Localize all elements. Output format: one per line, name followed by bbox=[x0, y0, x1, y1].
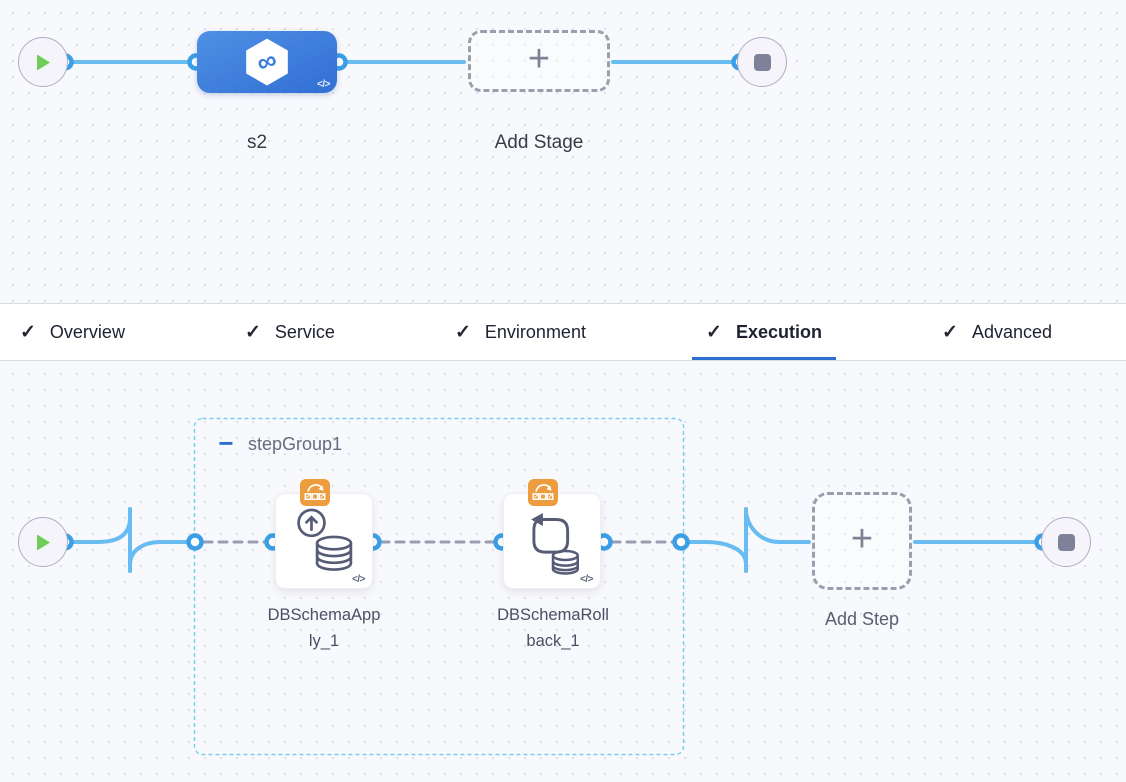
step-group-border bbox=[193, 417, 685, 756]
yaml-code-badge: </> bbox=[317, 79, 330, 90]
stage-name-label: s2 bbox=[246, 132, 268, 153]
rolling-strategy-icon bbox=[304, 484, 326, 501]
stage-node-s2[interactable]: ∞ </> bbox=[197, 31, 337, 93]
collapse-step-group-button[interactable]: − bbox=[218, 428, 234, 458]
step-node-dbschemarollback[interactable]: </> bbox=[503, 493, 601, 589]
tab-overview[interactable]: ✓ Overview bbox=[20, 321, 125, 343]
stage-config-tabs: ✓ Overview ✓ Service ✓ Environment ✓ Exe… bbox=[0, 303, 1126, 361]
check-icon: ✓ bbox=[454, 321, 471, 343]
rolling-strategy-badge bbox=[528, 479, 558, 506]
check-icon: ✓ bbox=[942, 321, 958, 343]
connector-port[interactable] bbox=[672, 533, 690, 551]
execution-end-node bbox=[1041, 517, 1091, 567]
add-step-button[interactable]: + bbox=[812, 492, 912, 590]
rolling-strategy-badge bbox=[300, 479, 330, 506]
yaml-code-badge: </> bbox=[352, 574, 365, 585]
add-stage-label: Add Stage bbox=[494, 132, 584, 153]
step-group-name[interactable]: stepGroup1 bbox=[248, 434, 343, 454]
stop-icon bbox=[1057, 533, 1075, 551]
stage-graph-canvas: ∞ </> s2 + Add Stage bbox=[0, 0, 1126, 303]
stop-icon bbox=[753, 53, 771, 71]
tab-execution[interactable]: ✓ Execution bbox=[692, 304, 836, 360]
tab-advanced[interactable]: ✓ Advanced bbox=[942, 321, 1052, 343]
db-schema-apply-icon bbox=[297, 508, 353, 571]
step-name-label: DBSchemaRollback_1 bbox=[497, 606, 609, 650]
add-stage-button[interactable]: + bbox=[468, 30, 610, 92]
rolling-strategy-icon bbox=[532, 484, 554, 501]
harness-cd-icon: ∞ bbox=[246, 38, 288, 86]
step-node-dbschemaapply[interactable]: </> bbox=[275, 493, 373, 589]
tab-service[interactable]: ✓ Service bbox=[244, 321, 335, 343]
yaml-code-badge: </> bbox=[580, 574, 593, 585]
plus-icon: + bbox=[850, 518, 874, 560]
play-icon bbox=[36, 54, 50, 70]
add-step-label: Add Step bbox=[824, 609, 900, 629]
tab-environment[interactable]: ✓ Environment bbox=[454, 321, 586, 343]
pipeline-start-node bbox=[18, 37, 68, 87]
step-name-label: DBSchemaApply_1 bbox=[267, 606, 381, 650]
db-schema-rollback-icon bbox=[531, 512, 579, 575]
play-icon bbox=[36, 534, 50, 550]
plus-icon: + bbox=[527, 38, 551, 80]
connector-port[interactable] bbox=[186, 533, 204, 551]
check-icon: ✓ bbox=[244, 321, 261, 343]
check-icon: ✓ bbox=[706, 321, 722, 343]
execution-start-node bbox=[18, 517, 68, 567]
execution-graph-canvas: − stepGroup1 </> bbox=[0, 361, 1126, 782]
pipeline-end-node bbox=[737, 37, 787, 87]
check-icon: ✓ bbox=[20, 321, 36, 343]
